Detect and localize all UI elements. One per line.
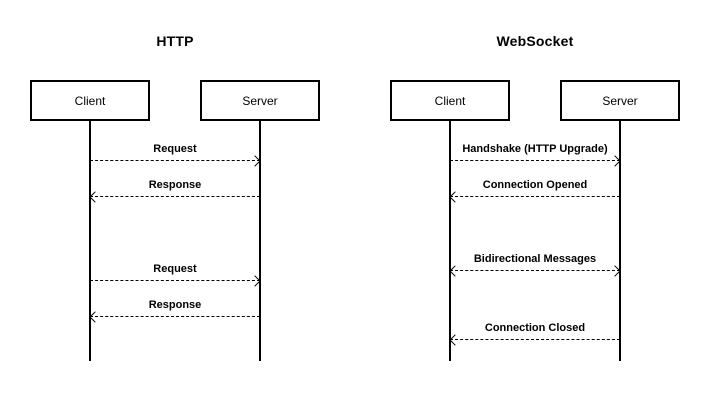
message-line [90, 316, 260, 317]
lifeline-client [89, 121, 91, 361]
message-line [90, 196, 260, 197]
arrowhead-left-icon [449, 333, 461, 346]
message-label: Connection Opened [482, 179, 588, 191]
arrowhead-left-icon [449, 190, 461, 203]
actor-label: Server [242, 93, 278, 108]
lifeline-client [449, 121, 451, 361]
message-label: Request [153, 263, 197, 275]
message-label: Handshake (HTTP Upgrade) [462, 143, 608, 155]
lifeline-server [259, 121, 261, 361]
arrowhead-left-icon [449, 264, 461, 277]
message-line [450, 196, 620, 197]
actor-label: Client [434, 93, 466, 108]
actor-box-client: Client [30, 80, 150, 121]
diagram-websocket: WebSocket Client Server Handshake (HTTP … [360, 0, 710, 401]
message-line [450, 160, 620, 161]
message-label: Connection Closed [484, 322, 586, 334]
arrowhead-left-icon [89, 190, 101, 203]
diagram-title-http: HTTP [156, 33, 194, 49]
actor-box-server: Server [200, 80, 320, 121]
actor-box-server: Server [560, 80, 680, 121]
message-line [90, 160, 260, 161]
actor-label: Server [602, 93, 638, 108]
message-label: Response [148, 299, 202, 311]
arrowhead-left-icon [89, 310, 101, 323]
message-line [90, 280, 260, 281]
actor-box-client: Client [390, 80, 510, 121]
actor-label: Client [74, 93, 106, 108]
diagram-title-websocket: WebSocket [496, 33, 574, 49]
message-label: Response [148, 179, 202, 191]
message-line [450, 270, 620, 271]
message-line [450, 339, 620, 340]
message-label: Request [153, 143, 197, 155]
diagram-http: HTTP Client Server Request Response Requ… [0, 0, 350, 401]
lifeline-server [619, 121, 621, 361]
message-label: Bidirectional Messages [473, 253, 597, 265]
